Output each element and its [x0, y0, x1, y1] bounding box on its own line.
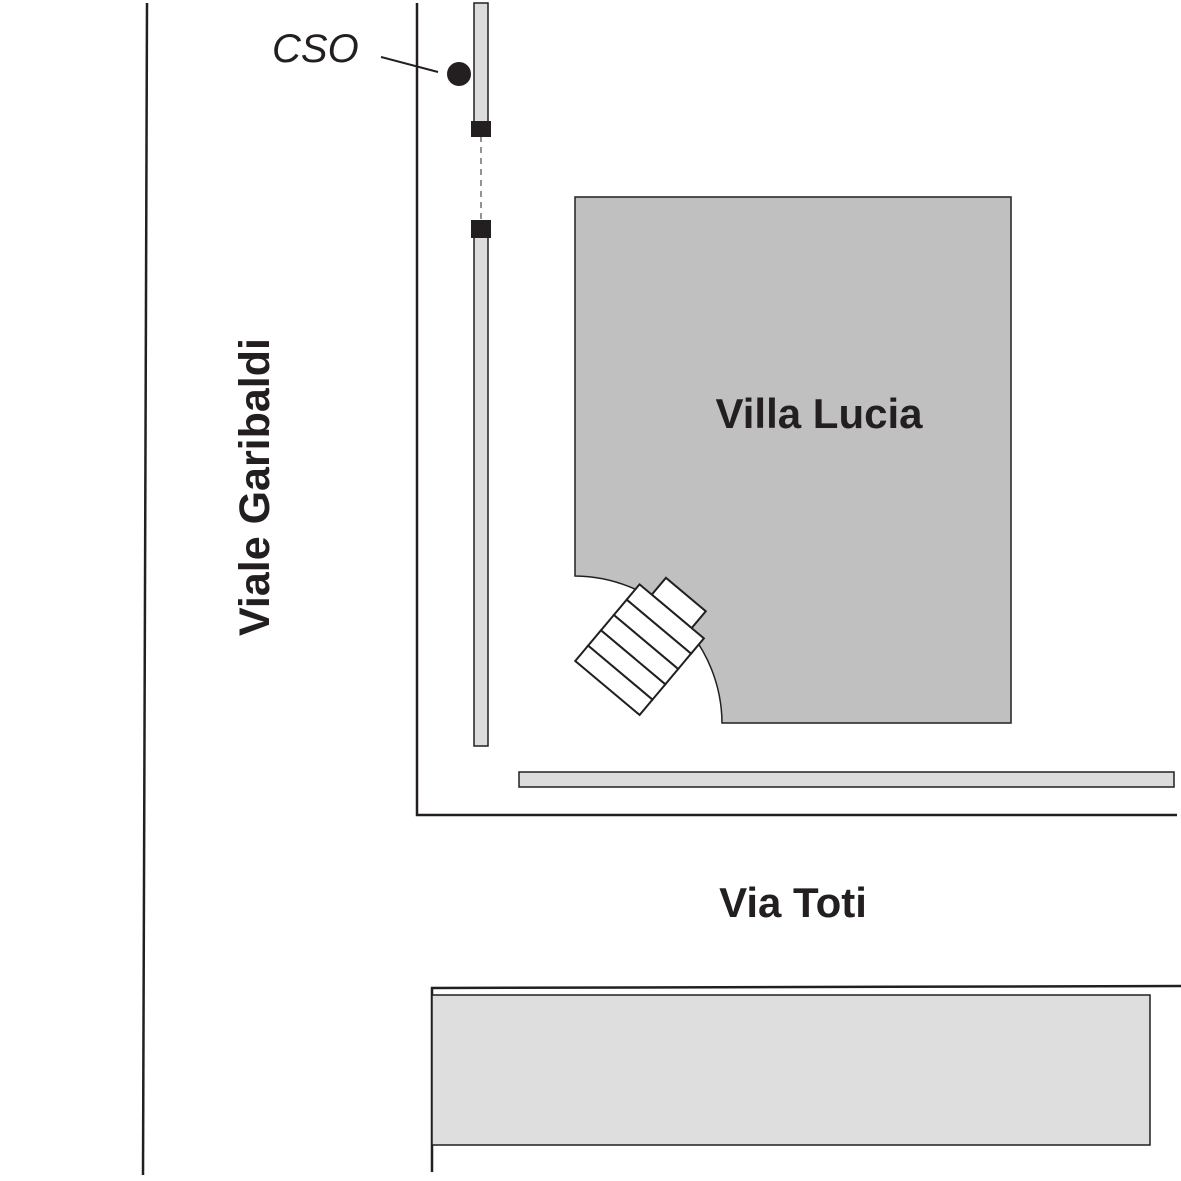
- south-block: [431, 994, 1151, 1146]
- boundary-wall-west-segment: [473, 235, 489, 747]
- boundary-wall-south-segment: [518, 771, 1175, 788]
- gate-post-north: [471, 121, 491, 137]
- cso-marker-icon: [447, 62, 471, 86]
- boundary-wall-north-segment: [473, 2, 489, 128]
- entrance-steps: [573, 576, 708, 717]
- cso-label: CSO: [272, 27, 359, 71]
- viale-garibaldi-label: Viale Garibaldi: [231, 338, 279, 636]
- property-boundary: [415, 3, 1177, 817]
- via-toti-label: Via Toti: [719, 879, 867, 926]
- gate-post-south: [471, 220, 491, 238]
- step: [573, 644, 654, 717]
- viale-garibaldi-west-edge: [141, 2, 149, 1176]
- cso-leader-line: [380, 56, 439, 73]
- villa-lucia-label: Villa Lucia: [716, 390, 924, 437]
